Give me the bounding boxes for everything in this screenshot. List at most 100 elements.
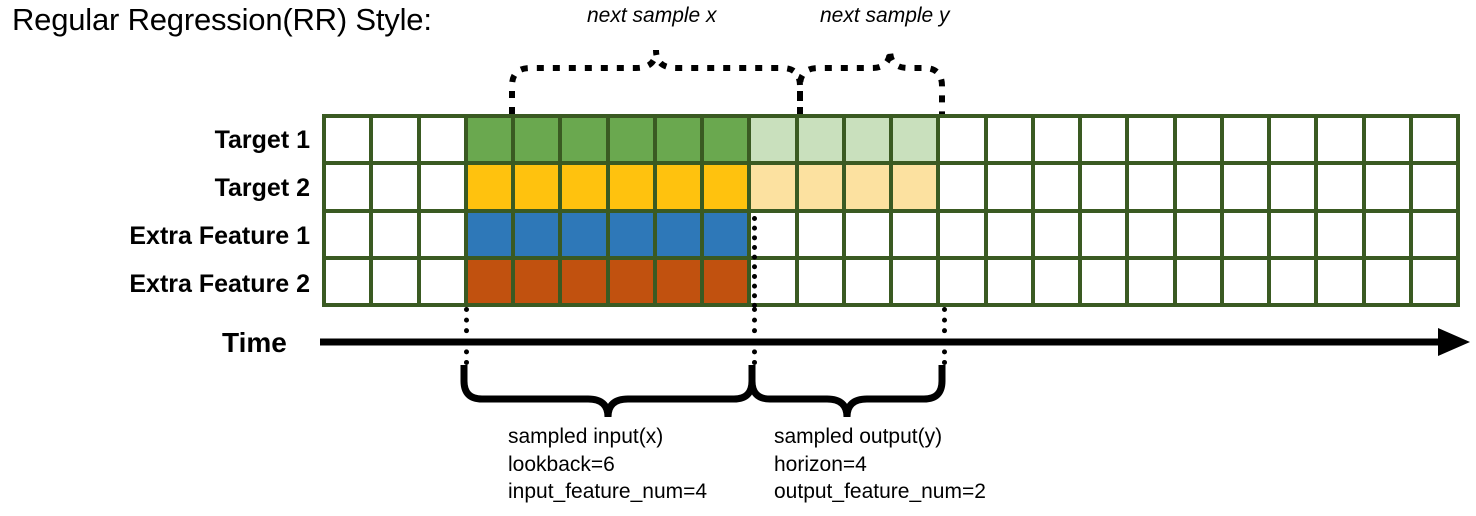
grid-cell-r4-c24-empty [1412,259,1456,303]
grid-cell-r3-c17-empty [1082,212,1126,256]
grid-cell-r1-c22-empty [1318,118,1362,162]
grid-cell-r3-c20-empty [1223,212,1267,256]
grid-cell-r4-c2-empty [373,259,417,303]
caption-sampled-input: sampled input(x) lookback=6 input_featur… [508,423,707,506]
grid-cell-r4-c23-empty [1365,259,1409,303]
grid-cell-r3-c11-empty [798,212,842,256]
grid-cell-r4-c14-empty [940,259,984,303]
grid-cell-r4-c6-lookback [562,259,606,303]
guide-line-output-end [942,307,947,365]
grid-cell-r1-c3-empty [420,118,464,162]
grid-cell-r2-c4-lookback [467,165,511,209]
grid-cell-r1-c24-empty [1412,118,1456,162]
grid-cell-r4-c22-empty [1318,259,1362,303]
grid-cell-r2-c21-empty [1271,165,1315,209]
grid-cell-r1-c17-empty [1082,118,1126,162]
grid-cell-r2-c12-horizon [845,165,889,209]
row-label-target-2: Target 2 [214,174,310,202]
grid-cell-r1-c21-empty [1271,118,1315,162]
grid-cell-r1-c23-empty [1365,118,1409,162]
grid-cell-r4-c18-empty [1129,259,1173,303]
grid-cell-r4-c21-empty [1271,259,1315,303]
grid-cell-r2-c6-lookback [562,165,606,209]
grid-cell-r1-c10-horizon [751,118,795,162]
grid-cell-r2-c23-empty [1365,165,1409,209]
grid-cell-r4-c17-empty [1082,259,1126,303]
grid-cell-r2-c16-empty [1034,165,1078,209]
grid-cell-r4-c19-empty [1176,259,1220,303]
grid-cell-r1-c5-lookback [515,118,559,162]
caption-output-line1: sampled output(y) [774,425,943,448]
grid-cell-r3-c8-lookback [656,212,700,256]
grid-cell-r2-c5-lookback [515,165,559,209]
time-axis-arrow [320,328,1470,356]
grid-cell-r3-c10-empty [751,212,795,256]
grid-cell-r2-c24-empty [1412,165,1456,209]
grid-cell-r2-c9-lookback [704,165,748,209]
grid-cell-r3-c23-empty [1365,212,1409,256]
grid-cell-r2-c1-empty [326,165,370,209]
grid-cell-r4-c11-empty [798,259,842,303]
annotation-next-sample-x: next sample x [587,4,717,27]
grid-cell-r3-c15-empty [987,212,1031,256]
grid-cell-r1-c16-empty [1034,118,1078,162]
grid-cell-r2-c22-empty [1318,165,1362,209]
grid-cell-r3-c21-empty [1271,212,1315,256]
grid-cell-r4-c5-lookback [515,259,559,303]
row-label-extra-feature-2: Extra Feature 2 [129,270,310,298]
guide-line-input-start [464,307,469,365]
timeseries-grid [322,114,1460,307]
grid-cell-r1-c11-horizon [798,118,842,162]
caption-output-line2: horizon=4 [774,452,867,476]
guide-line-feature-boundary [752,216,757,308]
grid-cell-r1-c20-empty [1223,118,1267,162]
grid-cell-r1-c14-empty [940,118,984,162]
grid-cell-r1-c13-horizon [893,118,937,162]
grid-cell-r2-c19-empty [1176,165,1220,209]
grid-cell-r1-c1-empty [326,118,370,162]
caption-sampled-output: sampled output(y) horizon=4 output_featu… [774,423,986,506]
grid-cell-r4-c1-empty [326,259,370,303]
grid-cell-r2-c18-empty [1129,165,1173,209]
grid-cell-r1-c7-lookback [609,118,653,162]
grid-cell-r4-c15-empty [987,259,1031,303]
grid-cell-r1-c6-lookback [562,118,606,162]
grid-cell-r4-c13-empty [893,259,937,303]
row-label-target-1: Target 1 [214,126,310,154]
time-axis-label: Time [222,327,287,358]
grid-cell-r4-c8-lookback [656,259,700,303]
guide-line-input-end [752,307,757,365]
grid-cell-r2-c17-empty [1082,165,1126,209]
page-title: Regular Regression(RR) Style: [12,2,432,37]
grid-cell-r4-c10-empty [751,259,795,303]
grid-cell-r3-c6-lookback [562,212,606,256]
grid-cell-r3-c9-lookback [704,212,748,256]
grid-cell-r3-c24-empty [1412,212,1456,256]
grid-cell-r3-c5-lookback [515,212,559,256]
grid-cell-r3-c16-empty [1034,212,1078,256]
grid-cell-r3-c13-empty [893,212,937,256]
grid-cell-r3-c3-empty [420,212,464,256]
grid-cell-r1-c19-empty [1176,118,1220,162]
grid-cell-r3-c2-empty [373,212,417,256]
caption-input-line2: lookback=6 [508,452,615,476]
caption-input-line3: input_feature_num=4 [508,480,708,504]
grid-cell-r4-c4-lookback [467,259,511,303]
grid-cell-r4-c12-empty [845,259,889,303]
annotation-next-sample-y: next sample y [820,4,950,27]
grid-cell-r2-c8-lookback [656,165,700,209]
grid-cell-r3-c22-empty [1318,212,1362,256]
grid-cell-r3-c18-empty [1129,212,1173,256]
grid-cell-r1-c15-empty [987,118,1031,162]
grid-cell-r4-c7-lookback [609,259,653,303]
grid-cell-r2-c2-empty [373,165,417,209]
caption-input-line1: sampled input(x) [508,425,664,448]
grid-cell-r1-c4-lookback [467,118,511,162]
grid-cell-r3-c19-empty [1176,212,1220,256]
grid-cell-r2-c20-empty [1223,165,1267,209]
grid-cell-r2-c15-empty [987,165,1031,209]
grid-cell-r2-c13-horizon [893,165,937,209]
caption-output-line3: output_feature_num=2 [774,480,986,504]
grid-cell-r1-c2-empty [373,118,417,162]
grid-cell-r3-c14-empty [940,212,984,256]
